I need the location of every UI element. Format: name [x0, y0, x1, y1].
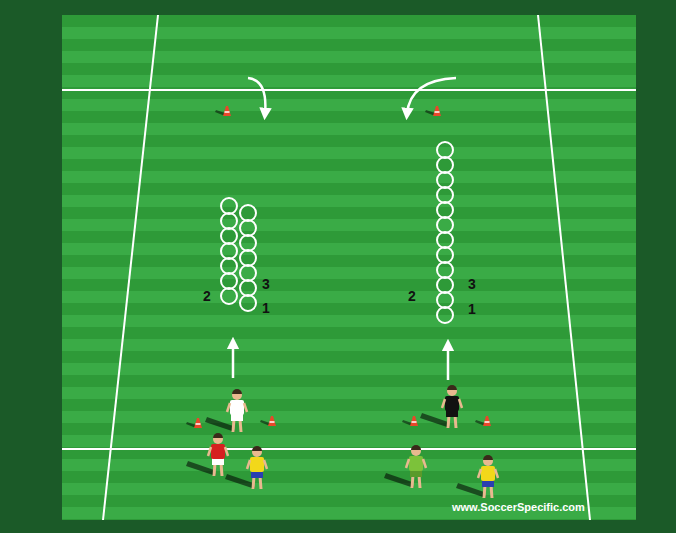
ring [437, 292, 453, 308]
ring [437, 157, 453, 173]
ring [437, 277, 453, 293]
cone [260, 416, 276, 426]
player-figure [384, 445, 426, 488]
ring [221, 198, 237, 214]
ring [240, 280, 256, 296]
ring-ladder [437, 142, 453, 323]
cone [425, 106, 441, 116]
player-figure [205, 389, 247, 432]
cone [186, 418, 202, 428]
ring [240, 265, 256, 281]
ring [240, 205, 256, 221]
player-figure [456, 455, 498, 498]
player-figure [186, 433, 228, 476]
ring [437, 187, 453, 203]
ring [221, 243, 237, 259]
ring [437, 247, 453, 263]
ring [221, 228, 237, 244]
grass [62, 15, 636, 520]
run-arrow [232, 343, 235, 378]
cone [402, 416, 418, 426]
ring [437, 217, 453, 233]
ring [221, 288, 237, 304]
player-figure [225, 446, 267, 489]
callout-number: 3 [468, 277, 476, 291]
run-arrow [447, 345, 450, 380]
ring [437, 202, 453, 218]
left-line [103, 15, 158, 520]
ring [221, 213, 237, 229]
callout-number: 3 [262, 277, 270, 291]
movement-arrows [233, 78, 456, 380]
right-line [538, 15, 590, 520]
top-line [62, 89, 636, 91]
players [186, 385, 498, 498]
cones [186, 106, 491, 428]
ring [437, 232, 453, 248]
ring-ladder [221, 198, 256, 311]
ring [437, 172, 453, 188]
ring [221, 258, 237, 274]
callout-number: 2 [203, 289, 211, 303]
curved-arrow [407, 78, 456, 114]
curved-arrow [248, 78, 265, 114]
ring [240, 235, 256, 251]
callout-number: 2 [408, 289, 416, 303]
cone [215, 106, 231, 116]
ring [437, 142, 453, 158]
ring [437, 262, 453, 278]
pitch-lines [62, 15, 636, 520]
ring [221, 273, 237, 289]
watermark: www.SoccerSpecific.com [452, 502, 585, 513]
ring [240, 220, 256, 236]
ring [240, 250, 256, 266]
cone [475, 416, 491, 426]
ring [437, 307, 453, 323]
bottom-line [62, 448, 636, 450]
player-figure [420, 385, 462, 428]
callout-number: 1 [262, 301, 270, 315]
callout-number: 1 [468, 302, 476, 316]
ring [240, 295, 256, 311]
